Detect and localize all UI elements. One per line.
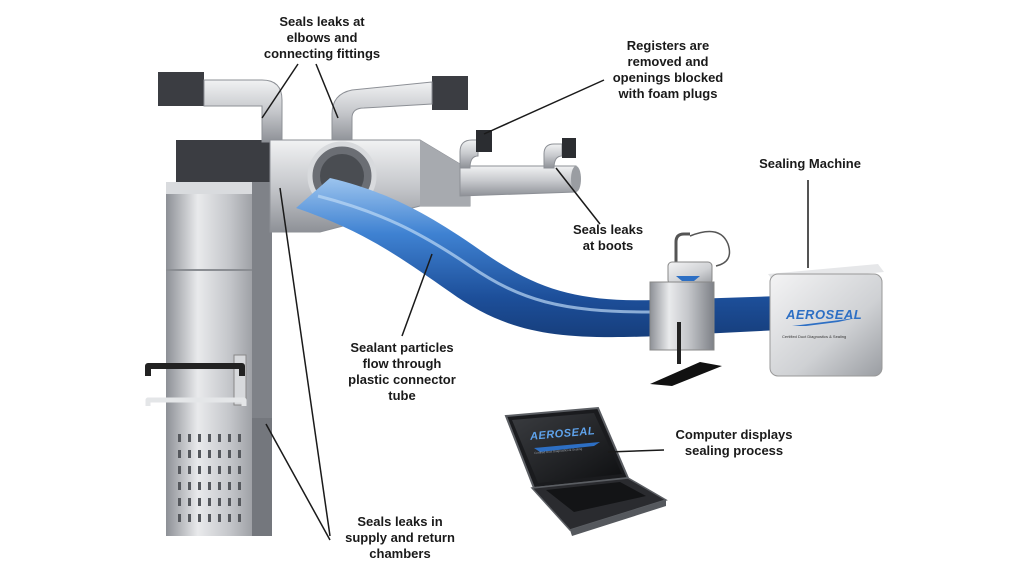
machine-logo-text: AEROSEAL (786, 307, 863, 322)
elbow-ducts (158, 72, 468, 143)
laptop-computer (504, 406, 668, 536)
elbow-duct-left-opening (158, 72, 204, 106)
foam-plug-1 (476, 130, 492, 152)
callout-chambers: Seals leaks in supply and return chamber… (345, 514, 455, 561)
elbow-duct-right-opening (432, 76, 468, 110)
callout-elbows: Seals leaks at elbows and connecting fit… (263, 14, 381, 61)
injection-collar (649, 230, 731, 386)
foam-plug-2 (562, 138, 576, 158)
leader-chambers-upper (279, 187, 331, 537)
leader-elbows-left (261, 63, 299, 119)
connector-tube (296, 178, 780, 338)
collar-stand-base (650, 362, 722, 386)
leader-boots (555, 167, 601, 225)
leader-lines (261, 63, 809, 541)
sealing-machine (768, 264, 884, 377)
boot-registers (459, 130, 576, 169)
callout-computer: Computer displays sealing process (675, 427, 793, 458)
callout-boots: Seals leaks at boots (572, 222, 644, 253)
leader-sealant (401, 253, 433, 337)
handle-bottom (145, 397, 247, 406)
callout-registers: Registers are removed and openings block… (612, 38, 724, 101)
handle-top (145, 363, 245, 376)
callout-sealant: Sealant particles flow through plastic c… (348, 340, 456, 403)
leader-chambers-lower (265, 423, 331, 541)
leader-computer (607, 449, 665, 453)
leader-elbows-right (315, 63, 339, 119)
air-handler-unit (145, 140, 296, 536)
return-vent-grille (178, 434, 241, 522)
leader-registers (483, 79, 605, 135)
callout-sealing-machine: Sealing Machine (759, 156, 861, 171)
machine-tagline: Certified Duct Diagnostics & Sealing (782, 334, 847, 339)
